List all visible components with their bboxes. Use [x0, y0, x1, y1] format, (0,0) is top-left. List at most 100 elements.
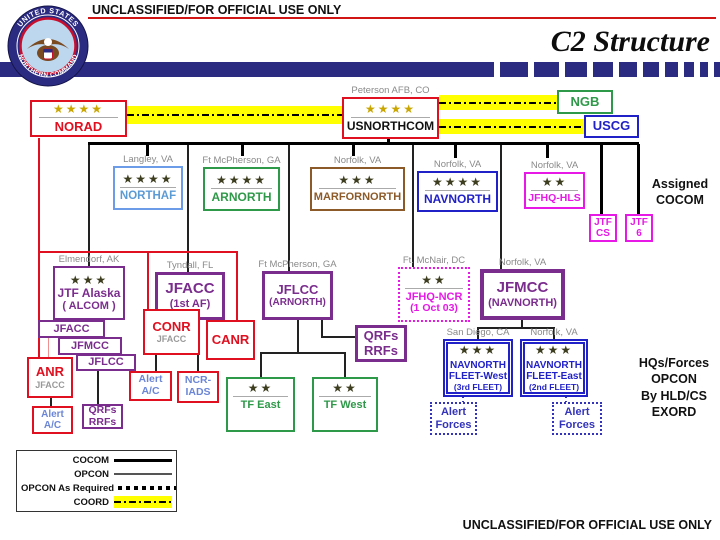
- connector-line: [600, 144, 603, 214]
- jfhq-hls-box: ★★JFHQ-HLS: [524, 172, 585, 209]
- jtf-cs-label: CS: [596, 228, 610, 239]
- legend-line-sample: [114, 496, 172, 508]
- canr-box: CANR: [206, 320, 255, 360]
- connector-line: [321, 320, 323, 337]
- alert-forces-east-label: Alert: [564, 406, 590, 419]
- navnorth-label: NAVNORTH: [423, 192, 492, 207]
- alert-ac-anr-label: A/C: [43, 420, 62, 431]
- jfhq-ncr-location-label: Ft. McNair, DC: [402, 255, 466, 266]
- fleet-east-label: FLEET-East: [526, 371, 582, 383]
- alert-forces-west-label: Alert: [440, 406, 467, 419]
- conr-label: JFACC: [156, 334, 187, 345]
- jflcc-arnorth-label: JFLCC: [276, 281, 319, 297]
- usnorthcom-divider: [351, 116, 430, 118]
- jtfak-jfmcc-label: JFMCC: [71, 339, 109, 352]
- fleet-east-rank-stars: ★★★: [534, 342, 574, 357]
- connector-line: [321, 336, 355, 338]
- connector-line: [147, 251, 149, 309]
- alert-ac-anr-label: Alert: [41, 408, 64, 420]
- coord-dash-line: [439, 125, 586, 128]
- conr-label: CONR: [152, 318, 191, 334]
- norad-divider: [39, 116, 118, 118]
- jfhq-hls-divider: [530, 190, 579, 192]
- connector-line: [241, 144, 244, 156]
- norad-rank-stars: ★★★★: [52, 101, 105, 116]
- connector-line: [88, 145, 90, 266]
- tf-east-label: TF East: [240, 399, 281, 412]
- legend-line-sample: [114, 473, 172, 475]
- connector-line: [38, 138, 40, 357]
- connector-line: [454, 144, 457, 158]
- jtfak-jfacc-label: JFACC: [53, 322, 90, 335]
- connector-line: [48, 338, 49, 357]
- marfornorth-label: MARFORNORTH: [313, 191, 402, 204]
- usnorthcom-seal-logo: UNITED STATES NORTHERN COMMAND: [7, 5, 89, 87]
- legend-sample: [118, 486, 176, 490]
- connector-line: [546, 144, 549, 158]
- top-classification-banner: UNCLASSIFIED/FOR OFFICIAL USE ONLY: [92, 3, 342, 17]
- navy-divider-bar: [0, 62, 720, 77]
- connector-line: [38, 251, 238, 253]
- tf-east-rank-stars: ★★: [247, 381, 274, 395]
- fleet-east-label: (2nd FLEET): [528, 381, 580, 392]
- legend-row: COCOM: [21, 453, 172, 467]
- assigned-cocom-line: Assigned: [651, 177, 709, 191]
- jfacc-1af-location-label: Tyndall, FL: [166, 260, 214, 271]
- legend-row: OPCON As Required: [21, 481, 176, 495]
- page-title: C2 Structure: [550, 25, 710, 58]
- connector-line: [155, 355, 157, 371]
- uscg-label: USCG: [592, 118, 631, 134]
- connector-line: [637, 144, 640, 214]
- marfornorth-divider: [319, 188, 396, 190]
- jfacc-1af-label: (1st AF): [169, 298, 211, 311]
- navnorth-location-label: Norfolk, VA: [433, 159, 482, 170]
- alert-forces-east-label: Forces: [558, 418, 596, 431]
- connector-line: [288, 145, 290, 271]
- jfmcc-navnorth-location-label: Norfolk, VA: [498, 257, 547, 268]
- connector-line: [187, 145, 189, 272]
- alert-forces-west-label: Forces: [435, 418, 472, 431]
- legend-sample: [114, 496, 172, 508]
- anr-label: ANR: [35, 364, 65, 380]
- jfhq-hls-location-label: Norfolk, VA: [530, 160, 579, 171]
- connector-line: [146, 144, 149, 156]
- connector-line: [236, 251, 238, 320]
- ncr-iads-box: NCR-IADS: [177, 371, 219, 403]
- legend-row: COORD: [21, 495, 172, 509]
- jtf-alaska-label: JTF Alaska: [57, 285, 121, 300]
- arnorth-divider: [210, 187, 273, 189]
- ngb-label: NGB: [570, 93, 600, 109]
- legend-sample: [114, 458, 172, 462]
- jflcc-arnorth-box: JFLCC(ARNORTH): [262, 271, 333, 320]
- hld-exord-note-line: EXORD: [651, 404, 697, 419]
- connector-line: [260, 352, 346, 354]
- connector-line: [88, 142, 639, 145]
- jtf-alaska-label: ( ALCOM ): [62, 300, 116, 313]
- connector-line: [477, 327, 479, 339]
- alert-ac-conr-label: A/C: [141, 385, 160, 397]
- legend-line-sample: [118, 486, 176, 490]
- marfornorth-box: ★★★ MARFORNORTH: [310, 167, 405, 211]
- connector-line-dotted: [565, 396, 567, 403]
- qrfs-jtfak-label: QRFs: [88, 403, 117, 416]
- marfornorth-rank-stars: ★★★: [338, 173, 377, 188]
- jfhq-hls-label: JFHQ-HLS: [528, 192, 581, 205]
- arnorth-box: ★★★★ARNORTH: [203, 167, 280, 211]
- jflcc-arnorth-label: (ARNORTH): [269, 297, 326, 309]
- coord-band: [127, 106, 342, 124]
- bottom-classification-banner: UNCLASSIFIED/FOR OFFICIAL USE ONLY: [462, 518, 712, 532]
- connector-line: [50, 398, 52, 406]
- hld-exord-note-line: By HLD/CS: [641, 388, 707, 403]
- connector-line: [387, 139, 390, 143]
- seal-eagle-emblem: [27, 38, 69, 61]
- legend-sample: [114, 473, 172, 475]
